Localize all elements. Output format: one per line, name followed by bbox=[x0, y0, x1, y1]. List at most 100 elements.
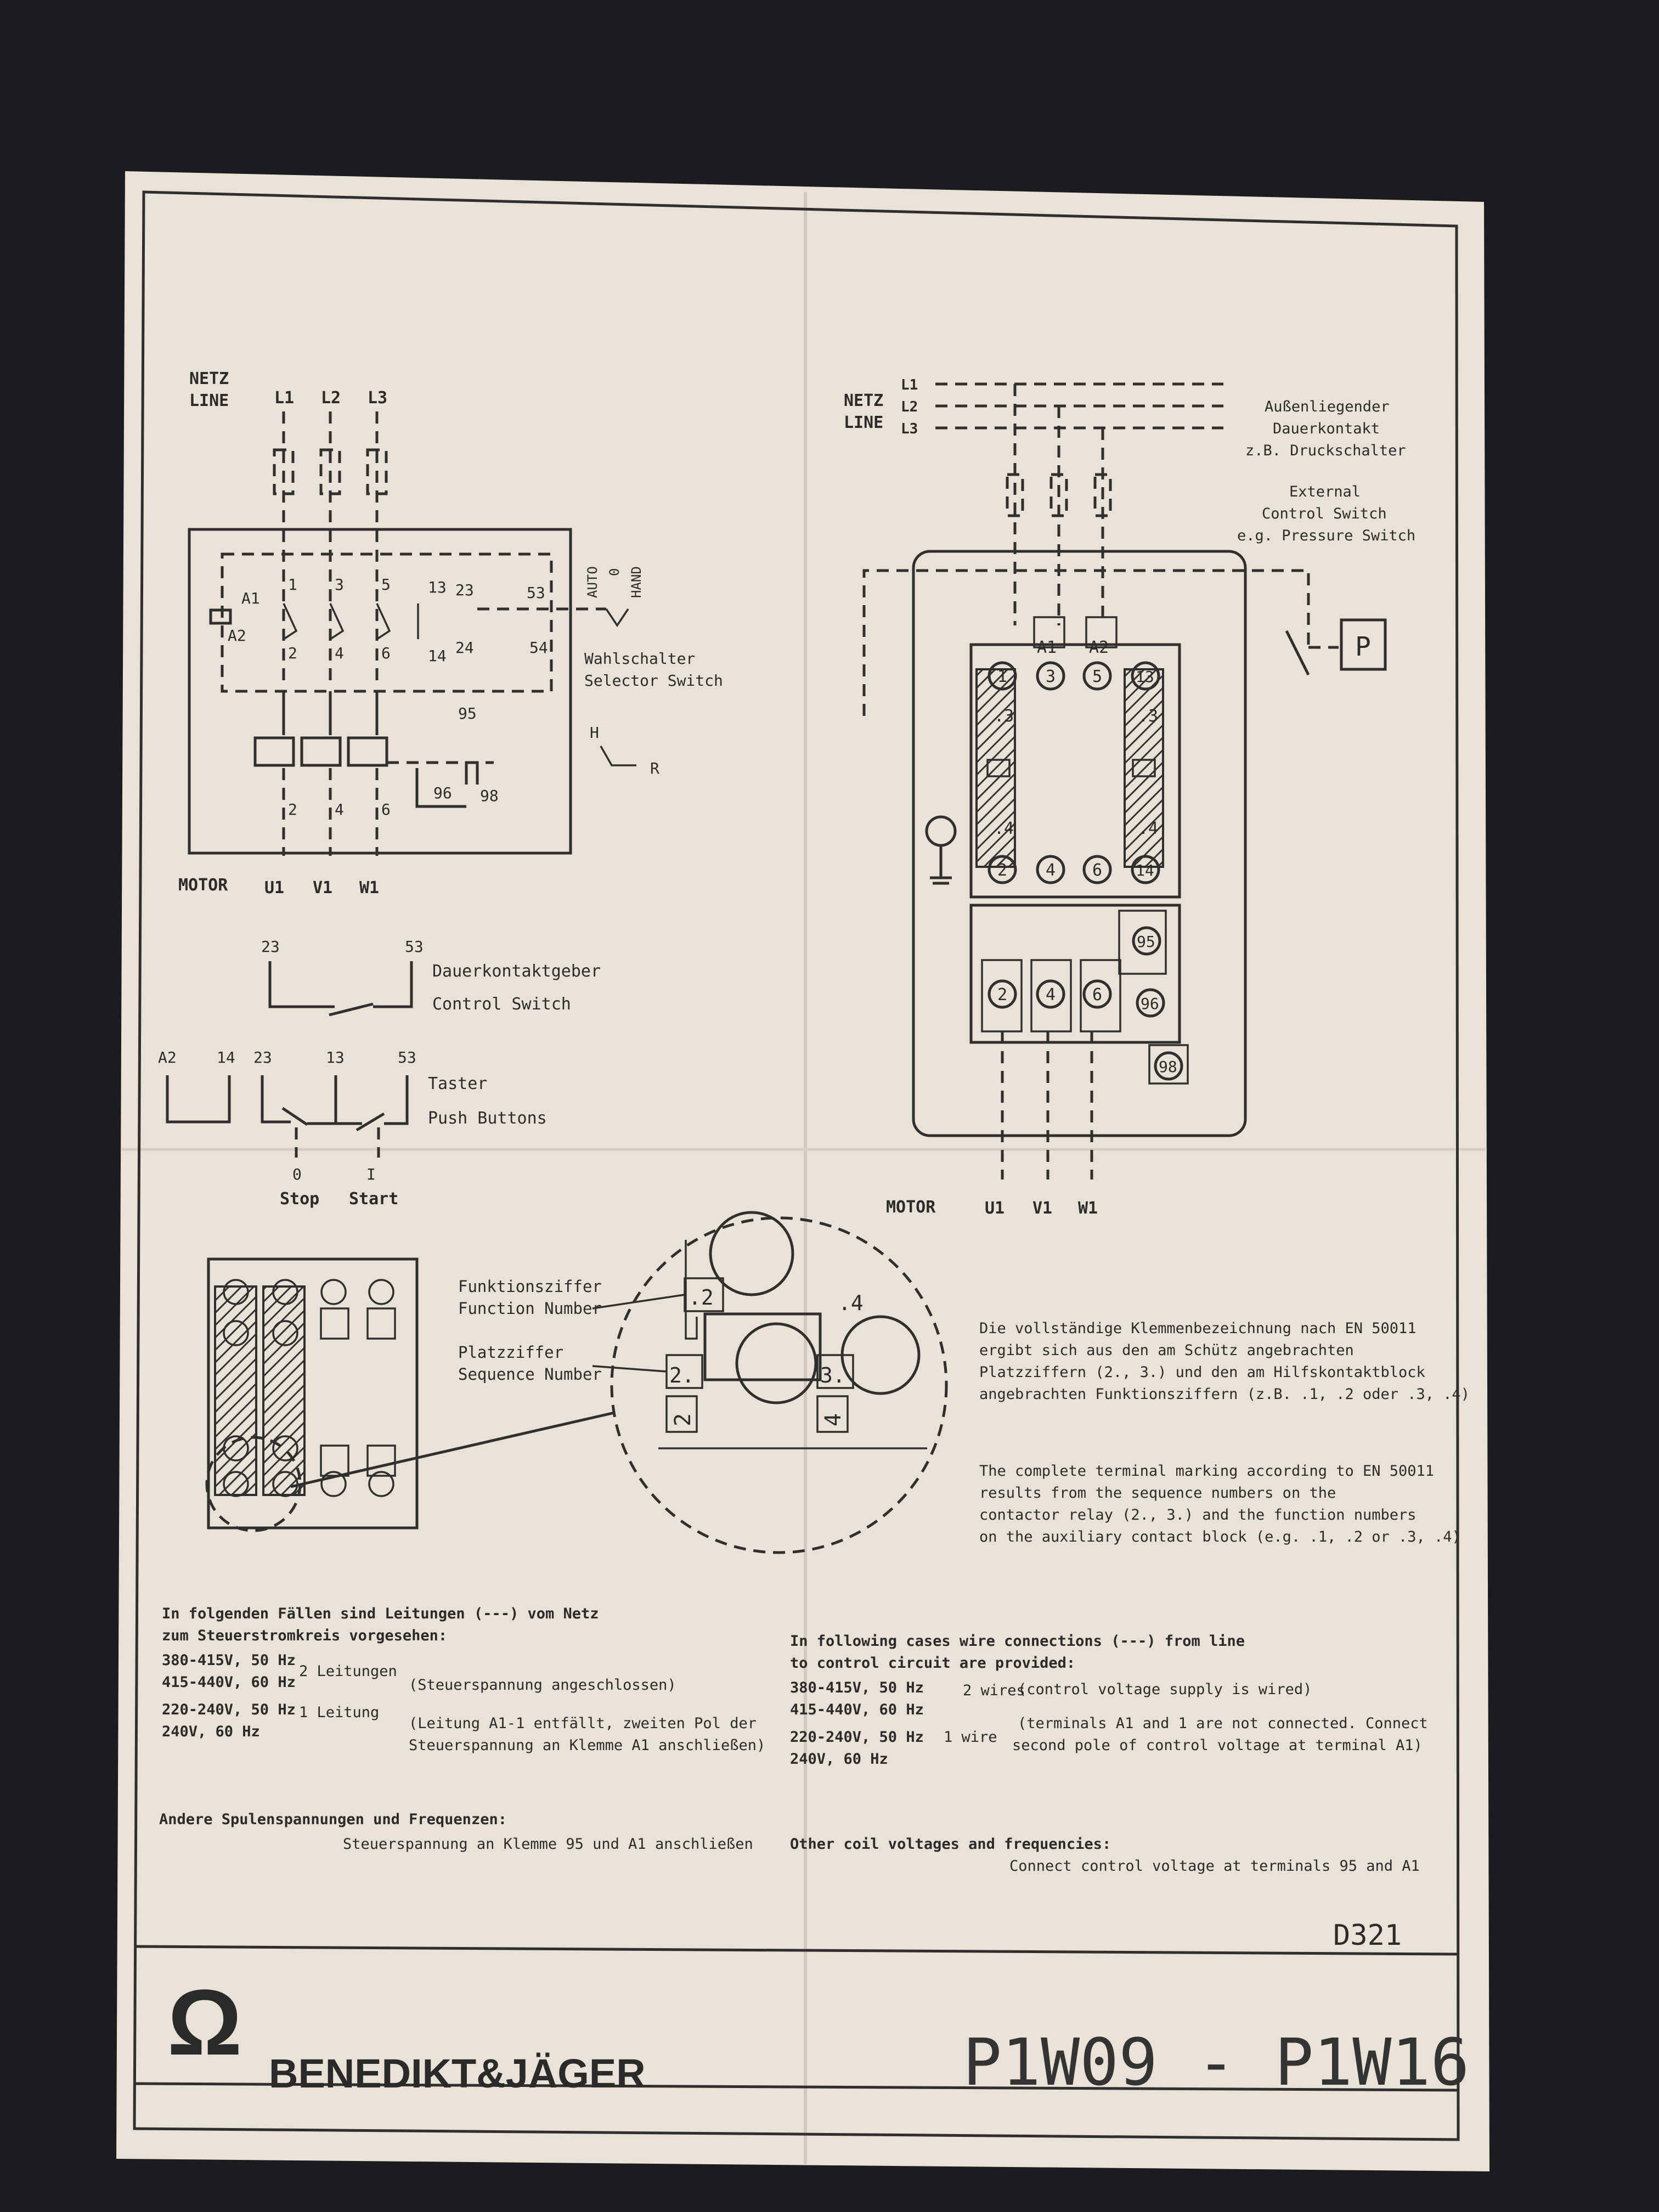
svg-text:0: 0 bbox=[292, 1165, 302, 1183]
svg-text:angebrachten Funktionsziffern: angebrachten Funktionsziffern (z.B. .1, … bbox=[979, 1386, 1470, 1403]
start-label: Start bbox=[349, 1189, 398, 1209]
svg-text:ergibt sich aus den am Schütz: ergibt sich aus den am Schütz angebracht… bbox=[979, 1342, 1354, 1359]
svg-text:Other coil voltages and freque: Other coil voltages and frequencies: bbox=[790, 1836, 1111, 1853]
svg-text:.3: .3 bbox=[994, 707, 1014, 726]
svg-text:13: 13 bbox=[326, 1048, 345, 1066]
svg-text:.2: .2 bbox=[689, 1285, 714, 1310]
sequence-number-label-en: Sequence Number bbox=[458, 1365, 602, 1384]
svg-text:53: 53 bbox=[398, 1048, 416, 1066]
selector-pos-0: 0 bbox=[607, 568, 622, 576]
svg-text:P: P bbox=[1355, 631, 1371, 662]
svg-text:V1: V1 bbox=[1032, 1199, 1052, 1218]
svg-text:240V, 60 Hz: 240V, 60 Hz bbox=[162, 1723, 260, 1740]
svg-text:L1: L1 bbox=[901, 377, 918, 393]
svg-text:13: 13 bbox=[428, 578, 447, 596]
control-switch-label-de: Dauerkontaktgeber bbox=[432, 962, 601, 981]
overload-relay-l3 bbox=[347, 736, 388, 767]
svg-text:3: 3 bbox=[1046, 667, 1056, 686]
svg-text:6: 6 bbox=[381, 644, 391, 662]
svg-text:4: 4 bbox=[821, 1413, 846, 1426]
svg-text:Steuerspannung an Klemme A1 an: Steuerspannung an Klemme A1 anschließen) bbox=[409, 1737, 765, 1754]
svg-text:380-415V, 50 Hz: 380-415V, 50 Hz bbox=[162, 1652, 296, 1669]
company-logo: Ω BENEDIKT&JÄGER bbox=[167, 1971, 646, 2096]
svg-text:Connect control voltage at ter: Connect control voltage at terminals 95 … bbox=[1009, 1858, 1420, 1875]
svg-text:In folgenden Fällen sind Leitu: In folgenden Fällen sind Leitungen (---)… bbox=[162, 1605, 599, 1622]
left-wiring-diagram: NETZ LINE L1 L2 L3 A1 A2 1 3 5 13 23 53 … bbox=[178, 369, 723, 898]
svg-text:Andere Spulenspannungen und Fr: Andere Spulenspannungen und Frequenzen: bbox=[159, 1811, 507, 1828]
push-buttons-label-en: Push Buttons bbox=[428, 1109, 547, 1128]
svg-text:H: H bbox=[590, 724, 599, 742]
left-line-label: LINE bbox=[189, 391, 229, 410]
svg-text:Control Switch: Control Switch bbox=[1262, 505, 1387, 522]
terminal-detail-diagram: .2 .4 2. 3. 2 4 Funktionsziffer Function… bbox=[205, 1211, 948, 1554]
svg-text:4: 4 bbox=[1046, 861, 1056, 880]
svg-text:14: 14 bbox=[428, 647, 447, 665]
document-code: D321 bbox=[1333, 1919, 1402, 1952]
svg-text:(terminals A1 and 1 are not co: (terminals A1 and 1 are not connected. C… bbox=[1018, 1715, 1428, 1732]
svg-text:220-240V, 50 Hz: 220-240V, 50 Hz bbox=[790, 1729, 924, 1746]
left-phase-l2: L2 bbox=[321, 388, 341, 408]
push-buttons-label-de: Taster bbox=[428, 1074, 487, 1093]
svg-text:1: 1 bbox=[288, 575, 297, 594]
svg-text:13: 13 bbox=[1136, 668, 1154, 686]
svg-text:14: 14 bbox=[217, 1048, 235, 1066]
svg-text:zum Steuerstromkreis vorgesehe: zum Steuerstromkreis vorgesehen: bbox=[162, 1627, 447, 1644]
control-switch-label-en: Control Switch bbox=[432, 995, 571, 1014]
svg-text:V1: V1 bbox=[313, 878, 332, 898]
omega-logo-icon: Ω bbox=[167, 1971, 242, 2075]
svg-text:95: 95 bbox=[1137, 933, 1155, 951]
svg-text:The complete terminal marking: The complete terminal marking according … bbox=[979, 1463, 1434, 1480]
function-number-label-en: Function Number bbox=[458, 1299, 602, 1318]
svg-text:380-415V, 50 Hz: 380-415V, 50 Hz bbox=[790, 1679, 924, 1696]
svg-text:2: 2 bbox=[288, 800, 297, 819]
overload-relay-l2 bbox=[300, 736, 342, 767]
svg-text:54: 54 bbox=[529, 639, 548, 657]
svg-text:(control voltage supply is wir: (control voltage supply is wired) bbox=[1018, 1681, 1312, 1698]
svg-text:2: 2 bbox=[997, 861, 1007, 880]
selector-pos-auto: AUTO bbox=[585, 566, 600, 598]
svg-text:240V, 60 Hz: 240V, 60 Hz bbox=[790, 1751, 888, 1768]
svg-text:2.: 2. bbox=[669, 1363, 695, 1387]
brand-name: BENEDIKT&JÄGER bbox=[269, 2051, 646, 2096]
left-motor-label: MOTOR bbox=[178, 876, 228, 895]
starter-enclosure bbox=[188, 528, 572, 855]
svg-text:415-440V, 60 Hz: 415-440V, 60 Hz bbox=[790, 1701, 924, 1718]
svg-text:NETZ: NETZ bbox=[844, 391, 883, 410]
svg-text:e.g. Pressure Switch: e.g. Pressure Switch bbox=[1237, 527, 1415, 544]
svg-text:1 wire: 1 wire bbox=[944, 1729, 997, 1746]
fuse-l3 bbox=[366, 448, 388, 495]
svg-text:6: 6 bbox=[1092, 985, 1102, 1005]
svg-text:23: 23 bbox=[455, 581, 474, 599]
svg-text:In following cases wire connec: In following cases wire connections (---… bbox=[790, 1633, 1245, 1650]
selector-switch-label-en: Selector Switch bbox=[584, 672, 723, 690]
svg-text:R: R bbox=[650, 759, 659, 777]
svg-text:53: 53 bbox=[527, 584, 545, 602]
selector-switch-label-de: Wahlschalter bbox=[584, 650, 695, 668]
terminal-marking-note-de: Die vollständige Klemmenbezeichnung nach… bbox=[979, 1320, 1470, 1403]
svg-text:1: 1 bbox=[997, 667, 1007, 686]
sequence-number-label-de: Platzziffer bbox=[458, 1343, 563, 1362]
svg-text:2: 2 bbox=[670, 1413, 696, 1426]
wiring-cases-en: In following cases wire connections (---… bbox=[790, 1633, 1428, 1875]
svg-text:96: 96 bbox=[433, 784, 452, 802]
left-phase-l3: L3 bbox=[368, 388, 387, 408]
selector-pos-hand: HAND bbox=[629, 566, 644, 598]
svg-text:Dauerkontakt: Dauerkontakt bbox=[1273, 420, 1380, 437]
svg-text:24: 24 bbox=[455, 639, 474, 657]
svg-text:53: 53 bbox=[405, 938, 424, 956]
svg-text:Platzziffern (2., 3.) und den: Platzziffern (2., 3.) und den am Hilfsko… bbox=[979, 1364, 1425, 1381]
svg-text:External: External bbox=[1289, 483, 1361, 500]
svg-text:A1: A1 bbox=[241, 589, 260, 607]
overload-relay-l1 bbox=[253, 736, 295, 767]
left-phase-l1: L1 bbox=[274, 388, 294, 408]
svg-text:.4: .4 bbox=[838, 1291, 864, 1315]
svg-text:1 Leitung: 1 Leitung bbox=[299, 1704, 379, 1721]
svg-text:3.: 3. bbox=[820, 1363, 845, 1387]
svg-text:4: 4 bbox=[1046, 985, 1056, 1005]
right-enclosure bbox=[912, 550, 1247, 1137]
svg-text:results from the sequence numb: results from the sequence numbers on the bbox=[979, 1485, 1336, 1502]
fuse-l2 bbox=[319, 448, 341, 495]
svg-text:L3: L3 bbox=[901, 421, 918, 437]
svg-text:220-240V, 50 Hz: 220-240V, 50 Hz bbox=[162, 1701, 296, 1718]
contactor-body bbox=[969, 643, 1181, 899]
